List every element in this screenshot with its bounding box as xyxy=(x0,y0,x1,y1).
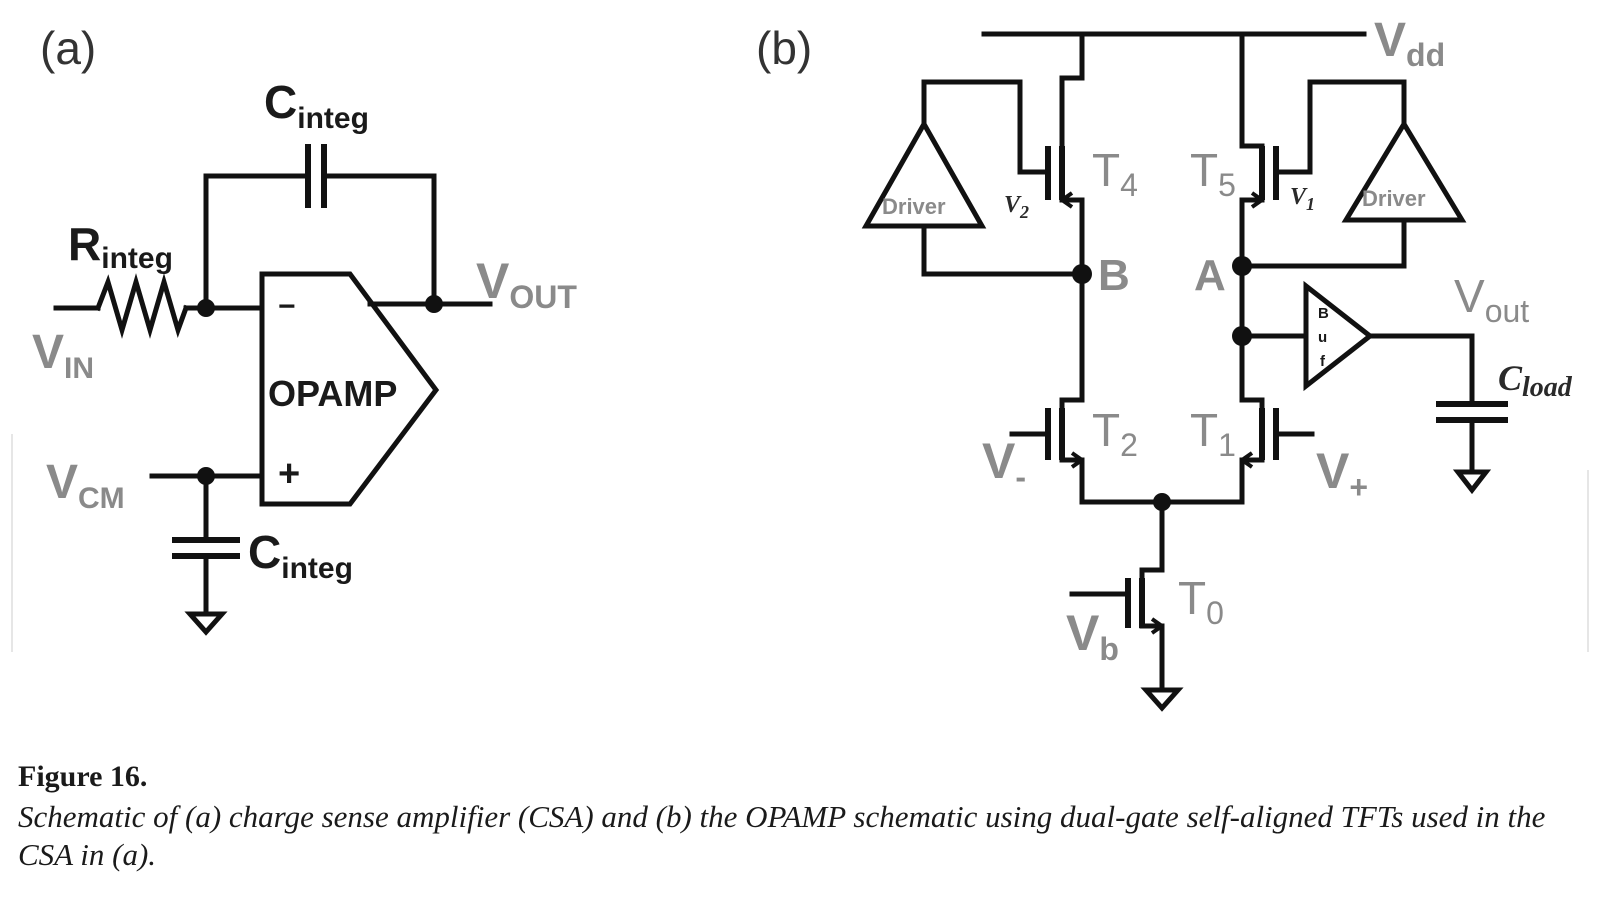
buffer-label-u: u xyxy=(1318,329,1327,346)
junction-dot xyxy=(197,299,215,317)
t1-source-arrow xyxy=(1240,451,1254,469)
wire-driver-left-in xyxy=(921,223,1085,277)
label-vb: Vb xyxy=(1066,605,1119,667)
junction-dot xyxy=(425,295,443,313)
junction-dot xyxy=(1072,264,1092,284)
figure-caption: Figure 16. Schematic of (a) charge sense… xyxy=(18,760,1578,874)
circuit-a: (a) OPAMP − + Cinteg Rinteg VIN VOUT VCM xyxy=(32,22,577,636)
label-vout-a: VOUT xyxy=(476,253,577,315)
t5-source-arrow xyxy=(1250,191,1264,209)
resistor-r-integ xyxy=(94,273,190,339)
label-t4: T4 xyxy=(1092,144,1138,203)
wire-node-b-to-t2 xyxy=(1059,267,1085,415)
schematic-diagram: (a) OPAMP − + Cinteg Rinteg VIN VOUT VCM xyxy=(11,14,1589,712)
opamp-body xyxy=(259,271,440,507)
ground-symbol-a xyxy=(184,611,228,636)
caption-title: Figure 16. xyxy=(18,760,148,793)
opamp-plus-sign: + xyxy=(278,453,300,495)
buffer-triangle xyxy=(1303,280,1375,392)
label-vdd: Vdd xyxy=(1374,14,1445,73)
wire-feedback-right xyxy=(321,173,437,307)
junction-dot xyxy=(1232,256,1252,276)
driver-left-label: Driver xyxy=(882,194,946,219)
t4-drain xyxy=(1059,197,1085,273)
opamp-minus-sign: − xyxy=(278,290,296,323)
junction-dot xyxy=(1153,493,1171,511)
wire-tail xyxy=(1139,499,1165,585)
t2-source xyxy=(1059,457,1245,505)
driver-right-label: Driver xyxy=(1362,186,1426,211)
panel-label-b: (b) xyxy=(756,22,812,74)
label-node-b: B xyxy=(1098,251,1130,300)
wire-vdd-t5 xyxy=(1239,31,1265,149)
caption-text: Schematic of (a) charge sense amplifier … xyxy=(18,799,1546,872)
label-t2: T2 xyxy=(1092,404,1138,463)
label-t0: T0 xyxy=(1178,572,1224,631)
junction-dot xyxy=(197,467,215,485)
label-v2: V2 xyxy=(1004,192,1029,222)
label-t1: T1 xyxy=(1190,404,1236,463)
wire-buffer-out xyxy=(1367,333,1475,407)
label-t5: T5 xyxy=(1190,144,1236,203)
buffer-label-b: B xyxy=(1318,305,1329,322)
t4-source-arrow xyxy=(1060,191,1074,209)
label-vin: VIN xyxy=(32,326,94,385)
buffer-label-f: f xyxy=(1320,353,1326,370)
wire-driver-left-out xyxy=(921,79,1051,175)
t2-source-arrow xyxy=(1070,451,1084,469)
t5-drain xyxy=(1239,197,1265,269)
wire-driver-right-out xyxy=(1273,79,1407,175)
wire-feedback-left xyxy=(203,173,311,311)
label-cload: Cload xyxy=(1498,358,1573,403)
junction-dot xyxy=(1232,326,1252,346)
label-c-integ-bottom: Cinteg xyxy=(248,526,353,585)
label-vcm: VCM xyxy=(46,456,125,515)
t0-source xyxy=(1139,623,1165,691)
label-c-integ-top: Cinteg xyxy=(264,76,369,135)
label-vminus: V- xyxy=(982,433,1026,495)
opamp-label: OPAMP xyxy=(268,373,397,414)
wire-driver-right-in xyxy=(1239,217,1407,269)
panel-label-a: (a) xyxy=(40,22,96,74)
ground-symbol-t0 xyxy=(1140,687,1184,712)
label-vout-b: Vout xyxy=(1454,270,1529,329)
label-node-a: A xyxy=(1194,251,1226,300)
label-r-integ: Rinteg xyxy=(68,218,173,275)
label-vplus: V+ xyxy=(1316,443,1368,505)
circuit-b: (b) Vdd T4 T5 Driver V2 Driver V1 B A xyxy=(756,14,1573,712)
label-v1: V1 xyxy=(1290,184,1315,214)
t0-source-arrow xyxy=(1150,617,1164,635)
wire-vdd-t4 xyxy=(1059,31,1085,149)
ground-symbol-cload xyxy=(1452,469,1492,495)
